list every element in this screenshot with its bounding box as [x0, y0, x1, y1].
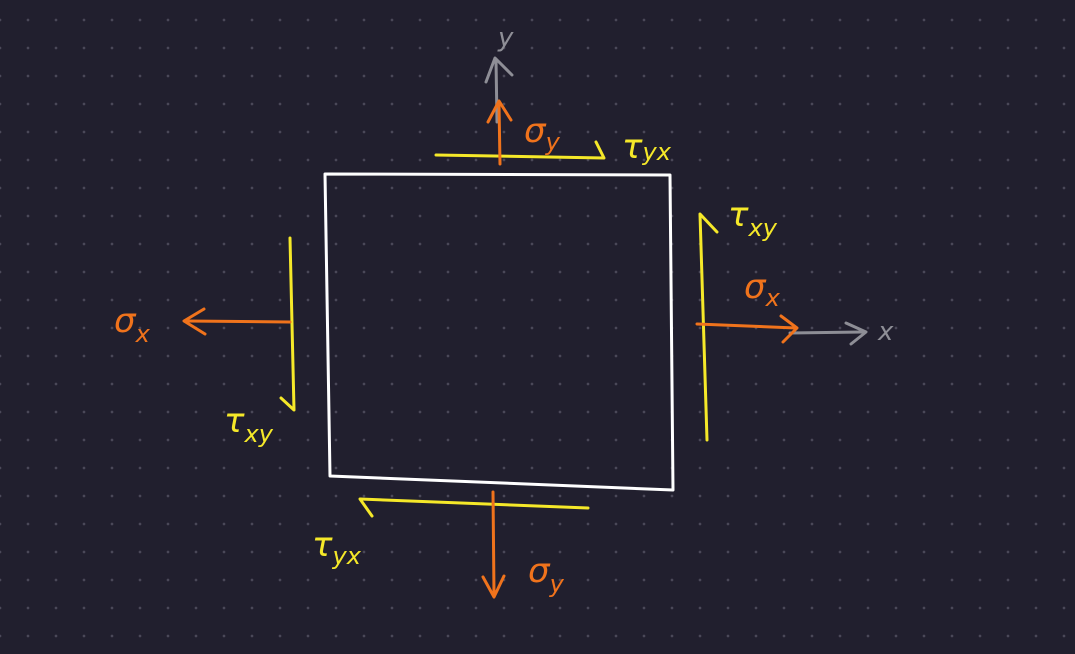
sigma-x-left-arrow — [182, 307, 292, 336]
x-axis-arrowhead — [844, 321, 868, 346]
sigma-x-left-label: σx — [114, 301, 151, 348]
y-axis-line — [494, 58, 499, 124]
tau-yx-top-arrow — [434, 140, 606, 160]
x-axis-line — [788, 330, 864, 335]
sigma-y-top-label: σy — [524, 111, 561, 156]
tau-xy-left-label: τxy — [224, 401, 274, 448]
stress-element-square — [323, 172, 675, 492]
tau-yx-bottom-label: τyx — [312, 525, 362, 570]
x-axis — [788, 321, 868, 346]
sigma-x-right-arrow — [695, 314, 799, 344]
y-axis-label: y — [497, 23, 514, 53]
y-axis — [484, 56, 514, 124]
sigma-x-right-label: σx — [744, 267, 781, 312]
tau-xy-right-label: τxy — [728, 195, 778, 242]
sigma-y-top-arrow — [486, 99, 513, 166]
tau-yx-top-label: τyx — [622, 127, 672, 167]
x-axis-label: x — [877, 317, 894, 347]
tau-xy-right-arrow — [698, 212, 719, 442]
y-axis-arrowhead — [484, 56, 514, 84]
tau-yx-bottom-arrow — [358, 497, 590, 518]
tau-xy-left-arrow — [279, 236, 296, 412]
sigma-y-bottom-label: σy — [528, 551, 565, 598]
sigma-y-bottom-arrow — [481, 490, 506, 599]
